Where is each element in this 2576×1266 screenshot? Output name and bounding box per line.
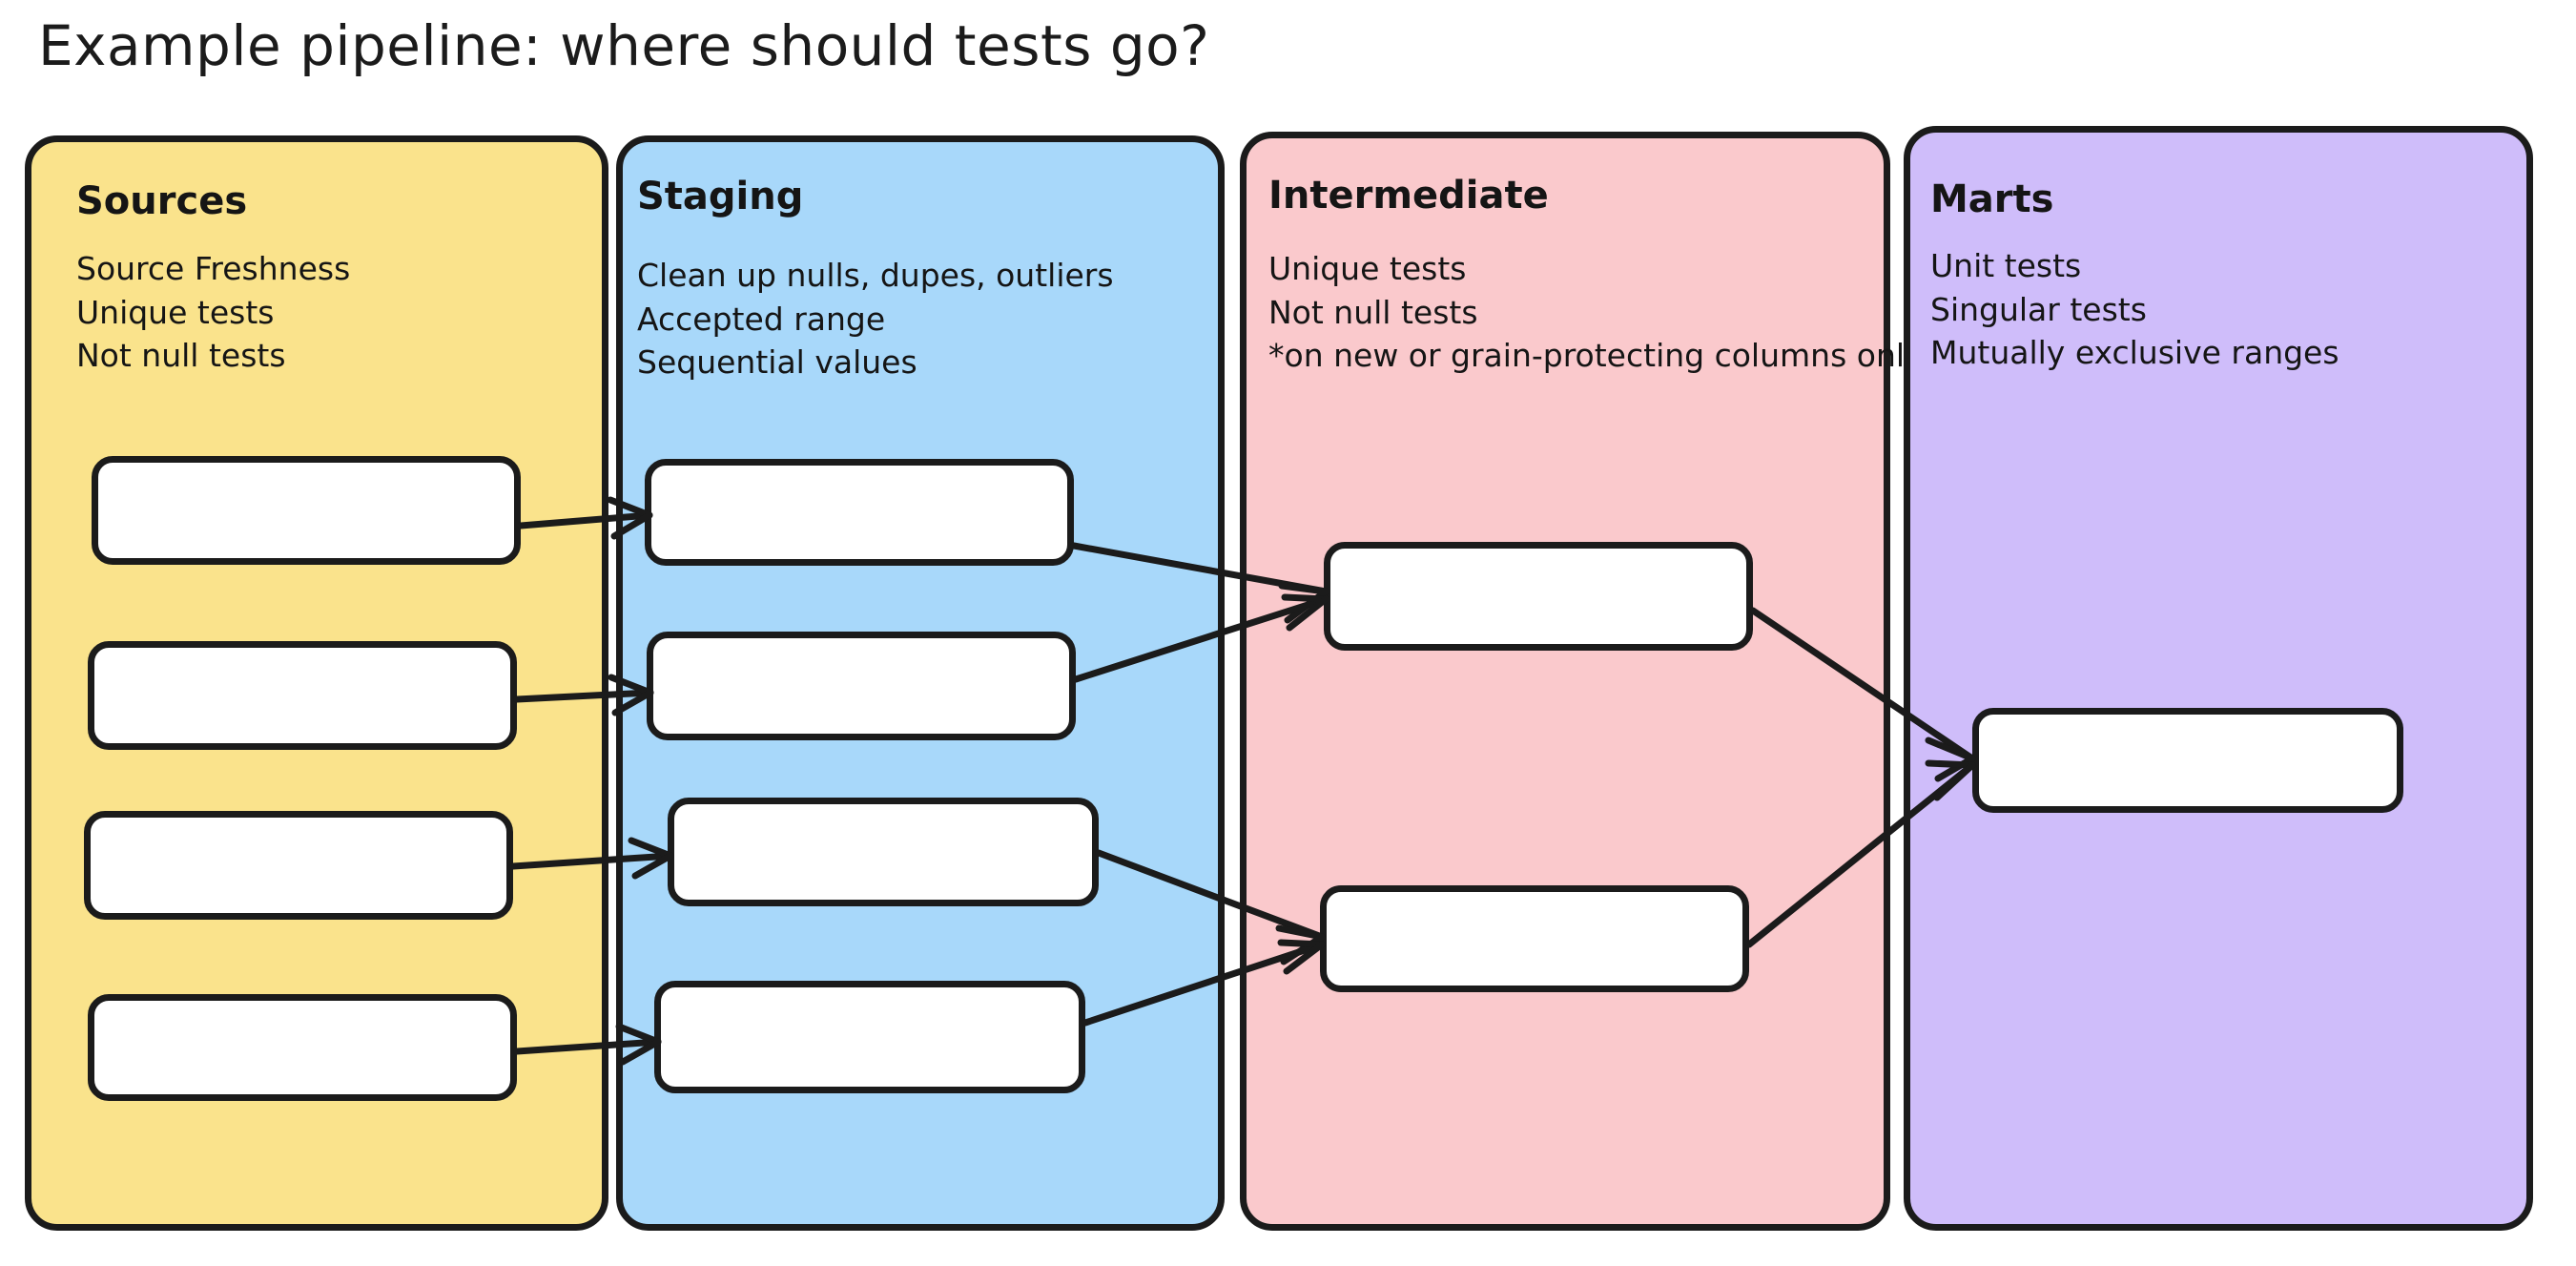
lane-marts[interactable]: [1904, 126, 2533, 1231]
lane-notes-intermediate: Unique tests Not null tests *on new or g…: [1268, 247, 1924, 378]
lane-note: Accepted range: [637, 300, 886, 338]
lane-notes-marts: Unit tests Singular tests Mutually exclu…: [1930, 244, 2339, 375]
lane-note: Source Freshness: [76, 250, 351, 287]
lane-note: Unique tests: [1268, 250, 1467, 287]
source-node-2[interactable]: [88, 641, 517, 750]
lane-note: Sequential values: [637, 343, 917, 382]
intermediate-node-2[interactable]: [1320, 885, 1749, 992]
staging-node-3[interactable]: [668, 798, 1099, 906]
lane-note: Singular tests: [1930, 290, 2147, 328]
lane-heading-staging: Staging: [637, 175, 804, 218]
lane-heading-marts: Marts: [1930, 177, 2054, 221]
lane-notes-staging: Clean up nulls, dupes, outliers Accepted…: [637, 254, 1114, 384]
lane-note: Not null tests: [1268, 293, 1478, 331]
lane-note: *on new or grain-protecting columns only: [1268, 337, 1924, 375]
source-node-4[interactable]: [88, 994, 517, 1101]
marts-node-1[interactable]: [1972, 708, 2403, 813]
lane-note: Not null tests: [76, 337, 286, 375]
staging-node-1[interactable]: [645, 459, 1074, 566]
lane-heading-intermediate: Intermediate: [1268, 174, 1549, 218]
staging-node-2[interactable]: [647, 632, 1076, 740]
intermediate-node-1[interactable]: [1324, 542, 1753, 651]
lane-heading-sources: Sources: [76, 179, 248, 223]
page-title: Example pipeline: where should tests go?: [38, 13, 1210, 78]
lane-note: Clean up nulls, dupes, outliers: [637, 257, 1114, 294]
staging-node-4[interactable]: [654, 981, 1085, 1093]
lane-note: Unit tests: [1930, 247, 2082, 284]
lane-note: Unique tests: [76, 293, 275, 331]
source-node-3[interactable]: [84, 811, 513, 920]
source-node-1[interactable]: [92, 456, 521, 565]
lane-notes-sources: Source Freshness Unique tests Not null t…: [76, 247, 350, 378]
lane-note: Mutually exclusive ranges: [1930, 334, 2339, 372]
